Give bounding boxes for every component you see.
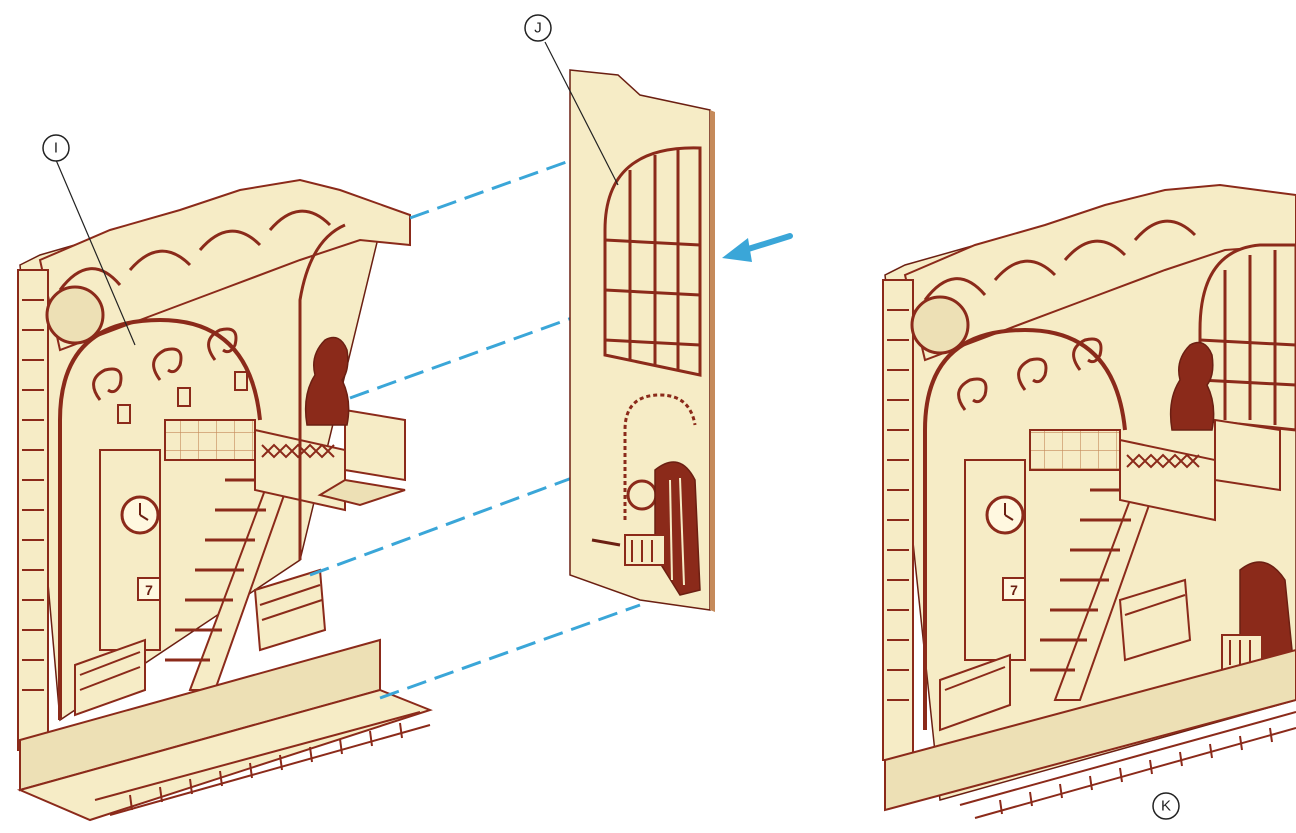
callout-j-label: J	[534, 20, 542, 37]
left-big-arch	[58, 317, 262, 720]
insert-direction-arrow	[722, 233, 793, 262]
callout-i-label: I	[54, 140, 58, 157]
callout-i: I	[42, 134, 136, 346]
panel-j-locomotive	[591, 461, 701, 596]
guide-line-3	[309, 476, 573, 577]
left-roof-arches	[38, 178, 411, 352]
right-sign-number: 7	[1010, 582, 1018, 598]
left-assembly: 7	[16, 178, 433, 822]
left-bench-1	[74, 638, 146, 717]
guide-line-1	[409, 158, 573, 220]
callout-j: J	[524, 14, 619, 186]
guide-line-4	[379, 603, 641, 700]
left-figure-silhouette	[304, 336, 350, 426]
callout-k: K	[1152, 792, 1180, 820]
callout-k-label: K	[1161, 798, 1171, 815]
guide-lines	[309, 158, 641, 700]
left-bench-2	[253, 568, 327, 652]
guide-line-2	[349, 316, 573, 400]
left-round-window	[45, 285, 105, 345]
right-assembly: 7	[882, 183, 1296, 819]
scroll-brackets	[92, 327, 238, 401]
panel-j-door-arch	[623, 393, 697, 520]
left-rail-track	[94, 711, 431, 816]
panel-j	[569, 69, 715, 612]
left-sign-number: 7	[145, 582, 153, 598]
